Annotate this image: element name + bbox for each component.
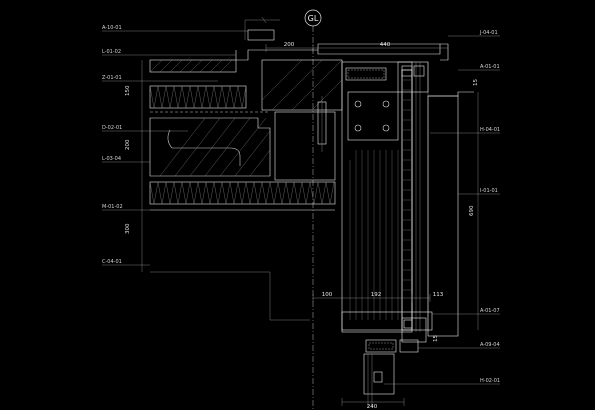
label-c-04-01: C-04-01: [102, 259, 122, 265]
label-a-10-01: A-10-01: [102, 25, 122, 31]
label-m-01-02: M-01-02: [102, 204, 123, 210]
label-l-01-02: L-01-02: [102, 49, 121, 55]
dim-bottom-192: 192: [371, 292, 382, 298]
dim-left-150: 150: [125, 85, 131, 96]
dim-bottom-240: 240: [367, 404, 378, 410]
gridline-bubble: [304, 9, 322, 27]
dim-left-200: 200: [125, 139, 131, 150]
dim-left-300: 300: [125, 223, 131, 234]
parapet-coping: [235, 16, 449, 61]
dim-bottom-15: 15: [433, 335, 439, 342]
curtain-wall-panel: [341, 61, 474, 337]
gridline-label: GL: [308, 14, 319, 23]
label-z-01-01: Z-01-01: [102, 75, 122, 81]
left-callouts: [102, 30, 248, 272]
label-h-02-01: H-02-01: [480, 378, 500, 384]
label-i-01-01: I-01-01: [480, 188, 498, 194]
gridline-gl: GL: [304, 9, 322, 410]
right-callouts: [384, 35, 500, 385]
label-l-03-04: L-03-04: [102, 156, 121, 162]
label-j-04-01: J-04-01: [479, 30, 498, 36]
label-d-02-01: D-02-01: [102, 125, 122, 131]
bottom-dimension-lines: [312, 294, 431, 406]
label-a-09-04: A-09-04: [480, 342, 500, 348]
dim-bottom-100: 100: [322, 292, 333, 298]
dim-right-690: 690: [469, 205, 475, 216]
dim-bottom-113: 113: [433, 292, 444, 298]
dim-top-440: 440: [380, 42, 391, 48]
dim-top-200: 200: [284, 42, 295, 48]
top-dimension-line: [265, 44, 449, 52]
roof-buildup: [149, 59, 336, 321]
parapet-wall: [261, 59, 343, 181]
dim-right-15-top: 15: [473, 79, 479, 86]
label-h-04-01: H-04-01: [480, 127, 500, 133]
bottom-transom: [341, 311, 433, 408]
label-a-01-01: A-01-01: [480, 64, 500, 70]
label-a-01-07: A-01-07: [480, 308, 500, 314]
